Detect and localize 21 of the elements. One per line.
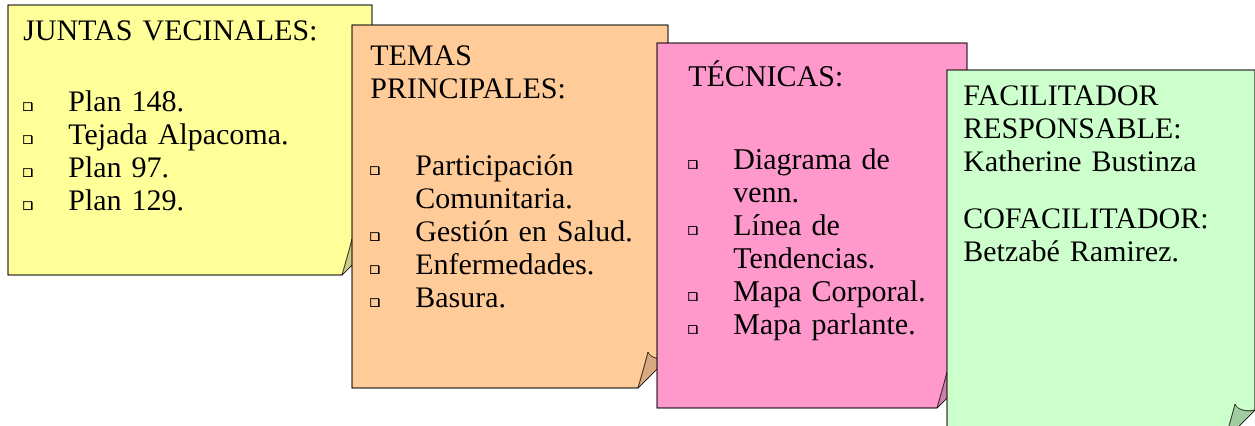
- list-item: Plan 129.: [22, 189, 183, 211]
- list-item: Plan 97.: [22, 156, 168, 178]
- note-text: FACILITADOR RESPONSABLE:: [964, 85, 1180, 139]
- list-item: Gestión en Salud.: [369, 220, 631, 242]
- note-heading: TÉCNICAS:: [688, 60, 841, 87]
- list-item: Enfermedades.: [369, 252, 593, 275]
- note-text: Katherine Bustinza: [964, 150, 1197, 172]
- sticky-note: [351, 24, 669, 389]
- list-item: Mapa parlante.: [687, 313, 914, 341]
- list-item: Tejada Alpacoma.: [22, 123, 287, 151]
- note-heading: JUNTAS VECINALES:: [23, 20, 315, 41]
- list-item: Participación Comunitaria.: [369, 154, 574, 209]
- note-text: COFACILITADOR:: [964, 208, 1207, 229]
- list-item: Basura.: [369, 287, 505, 308]
- note-heading: TEMAS PRINCIPALES:: [370, 45, 564, 99]
- list-item: Diagrama de venn.: [687, 148, 889, 203]
- list-item: Mapa Corporal.: [687, 280, 924, 308]
- note-text: Betzabé Ramirez.: [964, 240, 1177, 262]
- sticky-note: [946, 69, 1255, 426]
- list-item: Línea de Tendencias.: [687, 214, 874, 269]
- list-item: Plan 148.: [22, 90, 183, 112]
